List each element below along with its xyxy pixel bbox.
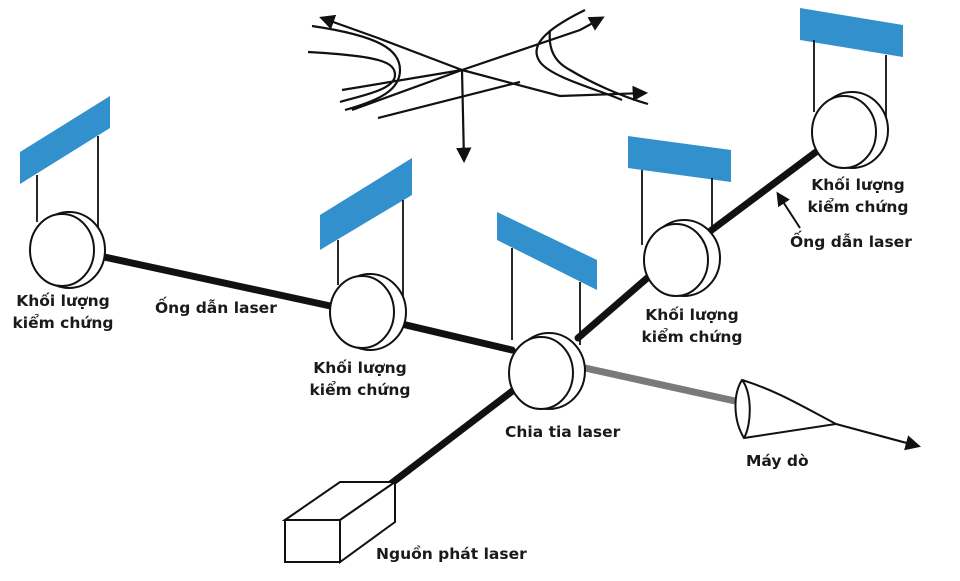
detector-beam (584, 364, 736, 405)
test-mass-left (20, 96, 110, 289)
tube-pointer-arrow (776, 191, 801, 229)
mirror-panel-left (20, 96, 110, 184)
label-laser-source: Nguồn phát laser (376, 545, 527, 563)
laser-source-box (281, 480, 399, 564)
left-arm-outer-segment (68, 246, 339, 311)
mirror-panel-splitter (497, 212, 597, 290)
mirror-panel-mid (320, 158, 412, 250)
label-test-mass-right-inner: Khối lượng kiểm chứng (637, 304, 747, 348)
label-laser-tube-right: Ống dẫn laser (790, 233, 912, 251)
test-mass-mid (320, 158, 412, 351)
beam-splitter (497, 212, 597, 410)
label-line: Khối lượng (645, 306, 739, 324)
label-line: Khối lượng (811, 176, 905, 194)
label-line: kiểm chứng (309, 381, 411, 399)
label-test-mass-right-outer: Khối lượng kiểm chứng (803, 174, 913, 218)
test-mass-right-inner (628, 136, 731, 297)
detector-shape (734, 378, 840, 440)
mirror-panel-right-inner (628, 136, 731, 182)
label-test-mass-mid: Khối lượng kiểm chứng (305, 357, 415, 401)
label-test-mass-left: Khối lượng kiểm chứng (8, 290, 118, 334)
test-mass-right-outer (800, 8, 903, 169)
label-line: kiểm chứng (12, 314, 114, 332)
detector-output-arrow (835, 422, 921, 451)
label-line: Khối lượng (16, 292, 110, 310)
gravitational-wave-lines (307, 9, 649, 164)
mirror-panel-right-outer (800, 8, 903, 57)
label-line: Khối lượng (313, 359, 407, 377)
label-detector: Máy dò (746, 452, 809, 470)
label-beam-splitter: Chia tia laser (505, 423, 621, 441)
label-line: kiểm chứng (807, 198, 909, 216)
label-line: kiểm chứng (641, 328, 743, 346)
label-laser-tube-left: Ống dẫn laser (155, 299, 277, 317)
right-arm-outer-segment (701, 133, 840, 239)
